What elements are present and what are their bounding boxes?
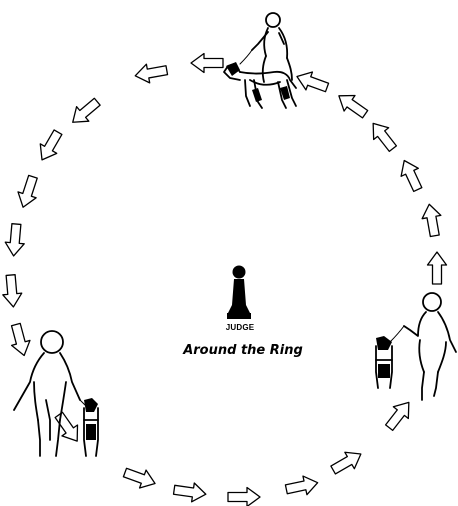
arrow-icon [420, 203, 444, 238]
arrow-icon [67, 94, 104, 129]
arrow-icon [4, 223, 26, 257]
arrow-icon [191, 54, 223, 73]
judge-icon [227, 266, 251, 320]
judge-label: JUDGE [222, 323, 258, 332]
arrow-icon [428, 252, 447, 284]
arrow-icon [7, 322, 34, 358]
arrow-icon [122, 464, 159, 493]
arrow-icon [382, 397, 417, 434]
arrow-icon [294, 68, 331, 97]
arrow-icon [328, 446, 365, 478]
dog-left-shading [84, 398, 98, 440]
arrow-icon [173, 480, 207, 503]
arrow-icon [366, 118, 401, 155]
arrow-icon [14, 174, 42, 210]
arrow-icon [51, 409, 85, 446]
arrow-icon [396, 156, 427, 193]
direction-arrows [1, 54, 446, 506]
arrow-icon [134, 61, 169, 85]
arrow-icon [228, 488, 260, 506]
diagram-caption: Around the Ring [168, 343, 318, 358]
arrow-icon [333, 88, 370, 122]
dog-right-shading [376, 336, 392, 378]
arrow-icon [1, 274, 23, 308]
arrow-icon [34, 127, 66, 164]
arrow-icon [284, 473, 319, 498]
